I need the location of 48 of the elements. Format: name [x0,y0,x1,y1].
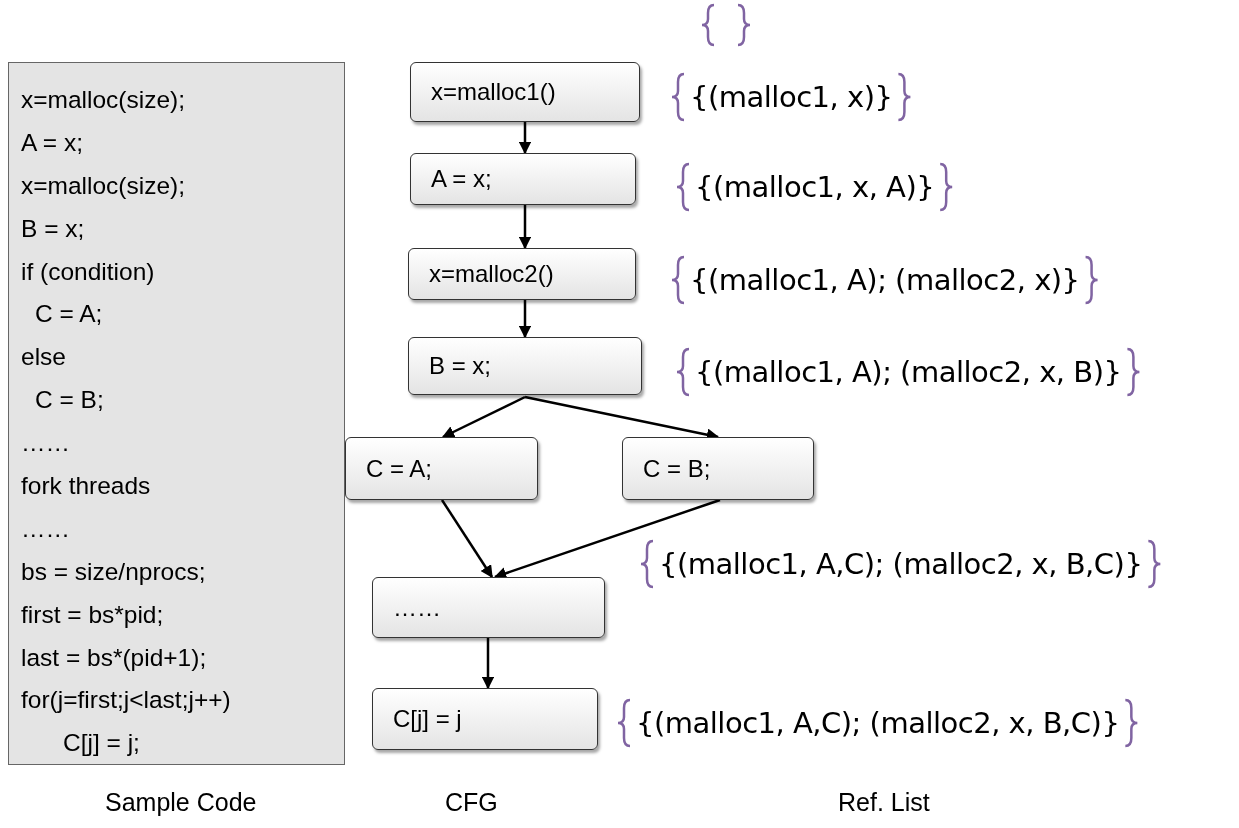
code-line: last = bs*(pid+1); [21,642,207,673]
process-box [408,248,636,300]
process-box [408,337,642,395]
code-panel [8,62,345,765]
reference-set: {(malloc1, A); (malloc2, x)} [690,263,1080,297]
statement-text: C = A; [365,454,433,483]
statement-text: …… [392,593,441,622]
reference-set: {(malloc1, A,C); (malloc2, x, B,C)} [636,706,1120,740]
code-line: fork threads [21,471,151,501]
reference-set: {(malloc1, x)} [690,80,893,114]
arrow [481,638,495,690]
reference-set: {(malloc1, x, A)} [695,170,935,204]
process-box [372,577,605,638]
code-line: x=malloc(size); [21,85,186,115]
statement-text: B = x; [428,352,492,380]
statement-text: A = x; [430,165,492,193]
process-box [410,62,640,122]
code-line: A = x; [21,127,83,158]
code-line: B = x; [21,213,85,244]
code-line: bs = size/nprocs; [21,556,206,587]
statement-text: C[j] = j [392,705,462,733]
code-line: else [21,342,66,373]
code-line: C = A; [34,299,103,330]
arrow [518,300,532,339]
arrow [518,122,532,155]
code-line: C[j] = j; [62,728,140,759]
statement-text: x=malloc2() [428,260,554,288]
arrow [441,395,526,439]
process-box [622,437,814,500]
code-line: …… [21,513,70,544]
statement-text: C = B; [642,454,711,483]
process-box [345,437,538,500]
reference-set: {(malloc1, A,C); (malloc2, x, B,C)} [659,547,1143,581]
process-box [372,688,598,750]
code-line: first = bs*pid; [21,599,164,630]
arrow [518,205,532,250]
code-line: x=malloc(size); [21,170,186,201]
panel-caption: Sample Code [105,788,257,817]
statement-text: x=malloc1() [430,78,556,106]
code-line: …… [21,428,70,459]
code-line: C = B; [34,385,104,416]
panel-caption: Ref. List [838,788,930,817]
panel-caption: CFG [445,788,498,817]
process-box [410,153,636,205]
reference-set: {(malloc1, A); (malloc2, x, B)} [695,355,1122,389]
code-line: if (condition) [21,256,155,287]
code-line: for(j=first;j<last;j++) [21,685,231,716]
arrow [440,499,494,579]
